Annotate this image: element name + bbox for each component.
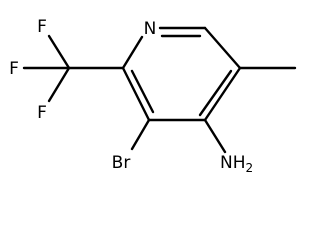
atom-f-bottom-label: F [37, 103, 47, 123]
atom-nh2-subscript: 2 [246, 161, 254, 175]
bond-c5-c4-inner [198, 69, 233, 117]
atom-n1-label: N [144, 19, 157, 39]
atom-f-left-label: F [9, 59, 19, 79]
atom-br-label: Br [112, 153, 131, 173]
structure-diagram: N F F F Br NH2 [9, 17, 297, 175]
bond-c3-c2-inner [130, 69, 155, 114]
atom-f-top-label: F [37, 17, 47, 37]
bond-c4-n [203, 118, 227, 154]
bond-cf3-f-top [47, 34, 71, 70]
bond-cf3-f-bottom [47, 66, 71, 103]
bond-n1-c2 [121, 35, 144, 70]
bond-c3-br [130, 118, 151, 151]
bond-c6-c5 [203, 26, 242, 70]
atom-nh2-label: NH2 [220, 153, 253, 175]
bond-c5-c4-outer [203, 66, 242, 122]
atom-nh2-main: NH [220, 153, 246, 173]
bond-c3-c2-outer [121, 66, 151, 122]
